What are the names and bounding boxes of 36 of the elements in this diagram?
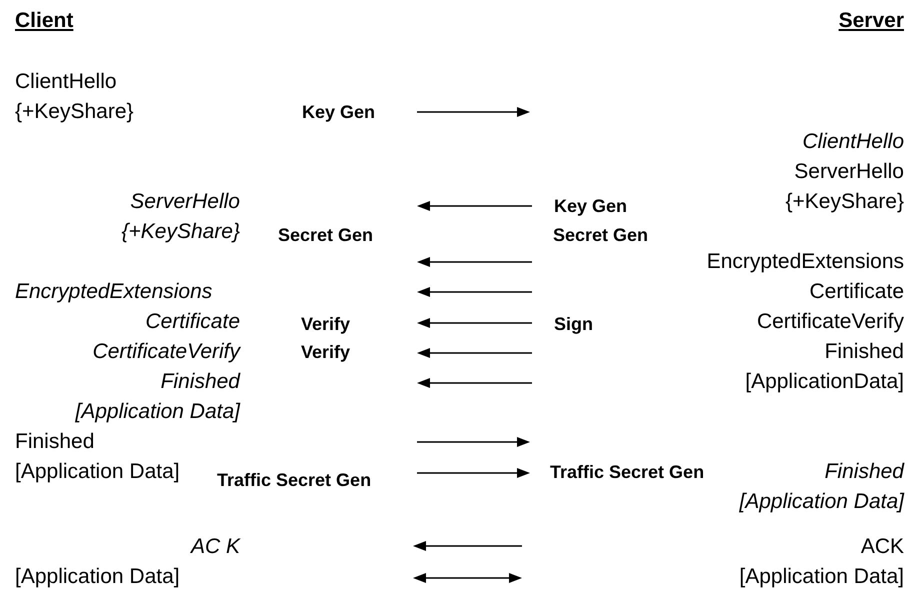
message-text: [Application Data] [15, 566, 180, 588]
message-text: CertificateVerify [756, 311, 904, 332]
operation-label: Traffic Secret Gen [550, 463, 704, 482]
operation-label: Verify [301, 343, 350, 362]
message-text: ClientHello [15, 71, 117, 92]
message-text: [Application Data] [739, 491, 904, 512]
operation-label: Secret Gen [278, 226, 374, 244]
message-text: Certificate [145, 311, 240, 332]
message-text: [Application Data] [739, 566, 904, 588]
message-text: {+KeyShare} [15, 101, 134, 122]
message-text: {+KeyShare} [121, 221, 240, 242]
operation-label: Secret Gen [553, 226, 648, 244]
column-heading: Client [15, 10, 74, 32]
column-heading: Server [838, 10, 904, 32]
operation-label: Key Gen [302, 103, 376, 122]
message-text: Finished [824, 461, 904, 482]
message-text: EncryptedExtensions [706, 251, 904, 272]
message-text: [Application Data] [15, 461, 180, 482]
message-text: Certificate [809, 281, 904, 302]
operation-label: Traffic Secret Gen [217, 471, 372, 490]
message-text: EncryptedExtensions [15, 281, 212, 302]
message-text: Finished [15, 431, 94, 452]
message-text: ClientHello [802, 131, 904, 152]
message-text: Finished [160, 371, 240, 392]
message-text: ServerHello [794, 161, 904, 182]
operation-label: Verify [301, 315, 350, 334]
message-text: ACK [860, 536, 904, 558]
message-text: CertificateVerify [92, 341, 240, 362]
message-text: {+KeyShare} [785, 191, 904, 212]
message-text: [Application Data] [75, 401, 240, 422]
operation-label: Sign [554, 315, 593, 334]
message-text: ServerHello [130, 191, 240, 212]
message-text: AC K [190, 536, 240, 558]
message-text: Finished [824, 341, 904, 362]
message-text: [ApplicationData] [745, 371, 904, 392]
operation-label: Key Gen [554, 197, 628, 216]
